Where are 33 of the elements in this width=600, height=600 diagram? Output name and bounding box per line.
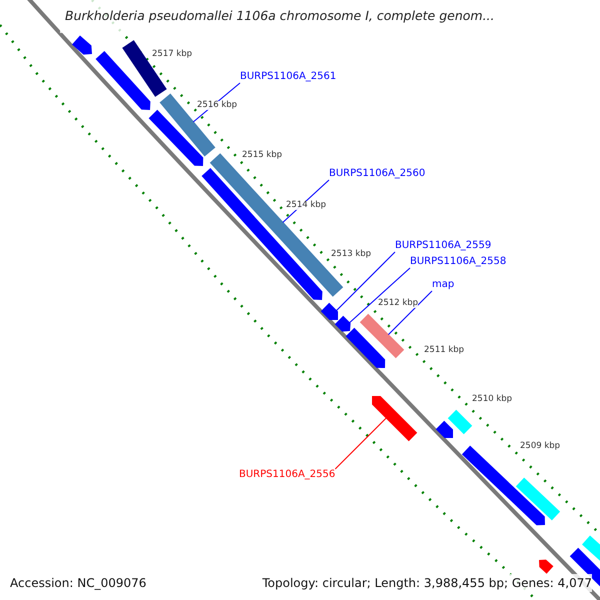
gene-label: BURPS1106A_2559: [395, 240, 492, 252]
leader-line: [349, 268, 410, 324]
tick-label: 2517 kbp: [152, 50, 192, 58]
tick-label: 2513 kbp: [331, 250, 372, 258]
gene-feature: [436, 420, 453, 438]
gene-feature: [96, 51, 150, 110]
gene-feature: [148, 110, 204, 166]
summary-text: Topology: circular; Length: 3,988,455 bp; Genes: 4,077: [262, 574, 592, 592]
gene-feature: [360, 314, 404, 358]
gene-feature: [582, 536, 600, 562]
tick-label: 2509 kbp: [520, 442, 560, 450]
gene-label: BURPS1106A_2556: [239, 469, 336, 481]
tick-label: 2510 kbp: [472, 395, 512, 404]
leader-line: [334, 418, 387, 470]
gene-feature: [372, 396, 418, 442]
gene-feature: [516, 478, 560, 520]
tick-label: 2514 kbp: [286, 201, 326, 210]
gene-label: BURPS1106A_2558: [410, 256, 506, 268]
gene-label: BURPS1106A_2560: [329, 168, 426, 180]
gene-feature: [334, 316, 351, 332]
leader-line: [336, 252, 396, 312]
map-title: Burkholderia pseudomallei 1106a chromosome I, complete genom...: [65, 7, 494, 25]
leader-line: [388, 290, 432, 336]
tick-label: 2515 kbp: [242, 151, 282, 160]
tick-label: 2516 kbp: [197, 101, 238, 110]
gene-feature: [346, 328, 386, 368]
gene-label: map: [432, 279, 454, 291]
gene-feature: [72, 36, 92, 55]
gene-feature: [320, 302, 338, 320]
gene-feature: [448, 410, 472, 434]
gene-label: BURPS1106A_2561: [240, 71, 336, 83]
tick-label: 2511 kbp: [424, 346, 464, 354]
tick-label: 2512 kbp: [378, 299, 418, 308]
